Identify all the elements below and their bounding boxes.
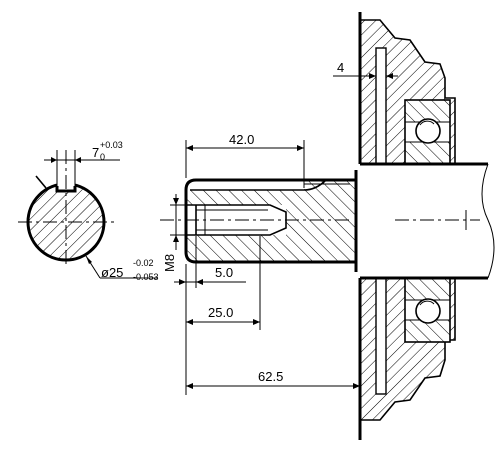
thread-label: M8: [162, 254, 177, 272]
keyway-length-dimension: 42.0: [229, 132, 254, 147]
key-width-nominal: 7: [92, 145, 99, 160]
shaft-outline: [184, 178, 356, 264]
key-width-upper-tolerance: +0.03: [100, 140, 123, 150]
dimension-lines: 4 42.0 5.0 25.0 62.5: [174, 60, 398, 395]
flange-gap-dimension: 4: [337, 60, 344, 75]
keyway-notch: [55, 186, 77, 193]
shaft-diameter-upper-tolerance: -0.02: [133, 258, 154, 268]
bearing-upper: [404, 99, 451, 165]
bearing-lower: [404, 277, 451, 343]
break-line: [481, 163, 495, 279]
shaft-diameter-lower-tolerance: -0.053: [133, 272, 159, 282]
key-width-lower-tolerance: 0: [100, 152, 105, 162]
shaft-cross-section: 7 +0.03 0 ø25 -0.02 -0.053: [18, 140, 159, 282]
total-length-dimension: 62.5: [258, 369, 283, 384]
thread-offset-dimension: 5.0: [215, 265, 233, 280]
engine-housing: [354, 12, 495, 440]
keyway-edge: [190, 179, 327, 191]
shaft-side-view: M8: [160, 178, 356, 272]
shaft-diameter-nominal: ø25: [101, 265, 123, 280]
thread-depth-dimension: 25.0: [208, 305, 233, 320]
